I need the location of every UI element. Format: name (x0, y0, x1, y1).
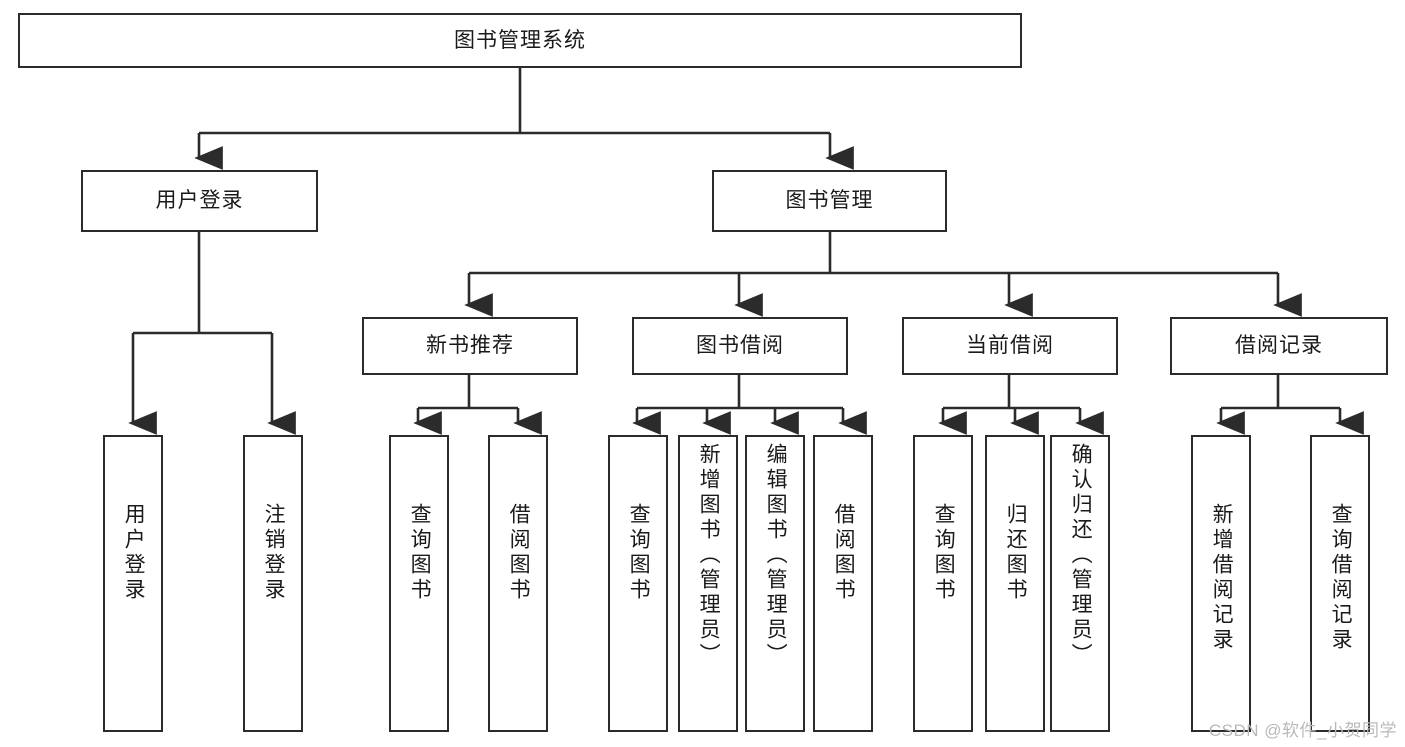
node-leaf-return-book-label: 归还图书 (1004, 503, 1028, 603)
node-leaf-return-book[interactable]: 归还图书 (985, 435, 1045, 732)
node-new-book-recommend-label: 新书推荐 (426, 334, 514, 358)
node-leaf-query-book-cur-label: 查询图书 (932, 503, 956, 603)
node-leaf-query-book-borrow-label: 查询图书 (627, 503, 651, 603)
node-leaf-edit-book[interactable]: 编辑图书（管理员） (745, 435, 805, 732)
node-leaf-confirm-return-label: 确认归还（管理员） (1069, 443, 1093, 668)
node-book-manage-label: 图书管理 (785, 189, 874, 213)
node-user-login-label: 用户登录 (155, 189, 244, 213)
node-new-book-recommend[interactable]: 新书推荐 (362, 317, 578, 375)
node-leaf-borrow-book[interactable]: 借阅图书 (813, 435, 873, 732)
node-leaf-edit-book-label: 编辑图书（管理员） (764, 443, 788, 668)
node-book-borrow[interactable]: 图书借阅 (632, 317, 848, 375)
node-borrow-record-label: 借阅记录 (1235, 334, 1323, 358)
node-book-borrow-label: 图书借阅 (696, 334, 784, 358)
node-leaf-query-book-borrow[interactable]: 查询图书 (608, 435, 668, 732)
node-leaf-borrow-book-label: 借阅图书 (832, 503, 856, 603)
node-leaf-borrow-book-rec[interactable]: 借阅图书 (488, 435, 548, 732)
node-current-borrow-label: 当前借阅 (966, 334, 1054, 358)
node-book-manage[interactable]: 图书管理 (712, 170, 947, 232)
node-leaf-add-book[interactable]: 新增图书（管理员） (678, 435, 738, 732)
csdn-watermark: CSDN @软件_小贺同学 (1208, 721, 1397, 740)
node-leaf-borrow-book-rec-label: 借阅图书 (507, 503, 531, 603)
node-leaf-confirm-return[interactable]: 确认归还（管理员） (1050, 435, 1110, 732)
node-leaf-user-logout-label: 注销登录 (262, 503, 286, 603)
node-leaf-query-book-rec[interactable]: 查询图书 (389, 435, 449, 732)
node-borrow-record[interactable]: 借阅记录 (1170, 317, 1388, 375)
node-leaf-query-record[interactable]: 查询借阅记录 (1310, 435, 1370, 732)
node-user-login[interactable]: 用户登录 (81, 170, 318, 232)
node-root-label: 图书管理系统 (454, 28, 586, 52)
node-leaf-add-record-label: 新增借阅记录 (1210, 503, 1234, 653)
node-root[interactable]: 图书管理系统 (18, 13, 1022, 68)
node-leaf-query-record-label: 查询借阅记录 (1329, 503, 1353, 653)
node-leaf-user-login[interactable]: 用户登录 (103, 435, 163, 732)
node-leaf-user-logout[interactable]: 注销登录 (243, 435, 303, 732)
node-leaf-add-book-label: 新增图书（管理员） (697, 443, 721, 668)
node-leaf-add-record[interactable]: 新增借阅记录 (1191, 435, 1251, 732)
node-leaf-query-book-cur[interactable]: 查询图书 (913, 435, 973, 732)
node-leaf-query-book-rec-label: 查询图书 (408, 503, 432, 603)
node-current-borrow[interactable]: 当前借阅 (902, 317, 1118, 375)
node-leaf-user-login-label: 用户登录 (122, 503, 146, 603)
